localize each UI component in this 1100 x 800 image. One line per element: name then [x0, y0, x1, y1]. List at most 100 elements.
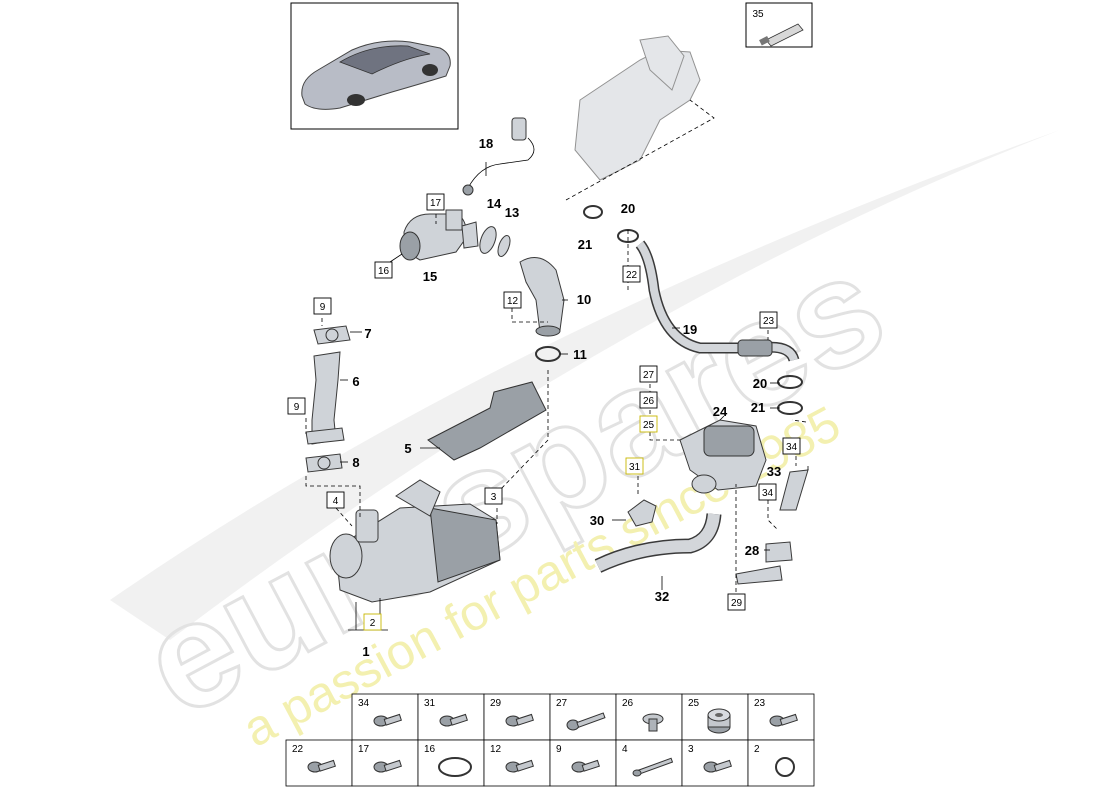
- callout-25: 25: [643, 420, 655, 431]
- fastener-label: 34: [358, 698, 370, 709]
- bolt-icon: [373, 759, 402, 773]
- fastener-label: 23: [754, 698, 766, 709]
- car-wheel: [347, 94, 365, 106]
- callout-31: 31: [629, 462, 641, 473]
- bolt-icon: [439, 713, 468, 727]
- stud-icon: [632, 757, 674, 777]
- connecting-pipe: [305, 351, 345, 445]
- fastener-cell: 27: [549, 693, 617, 741]
- fastener-cell: 9: [549, 739, 617, 787]
- callout-6: 6: [352, 374, 359, 389]
- gasket-top: [313, 325, 351, 345]
- outlet-pipe: [594, 513, 722, 573]
- fastener-cell: 2: [747, 739, 815, 787]
- callout-20-lower: 20: [753, 376, 767, 391]
- fastener-cell: 26: [615, 693, 683, 741]
- bolt-icon: [703, 759, 732, 773]
- callout-34-upper: 34: [786, 442, 798, 453]
- callout-2: 2: [370, 618, 376, 629]
- bolt-icon: [769, 713, 798, 727]
- callout-33: 33: [767, 464, 781, 479]
- coolant-pipe: [635, 240, 800, 362]
- fastener-cell: 17: [351, 739, 419, 787]
- callout-10: 10: [577, 292, 591, 307]
- fastener-cell: 12: [483, 739, 551, 787]
- fastener-label: 29: [490, 698, 502, 709]
- fastener-cell-border: [417, 739, 485, 787]
- sealant-tube-icon: [765, 23, 804, 47]
- fastener-cell: 29: [483, 693, 551, 741]
- watermark-swoosh: [110, 130, 1060, 640]
- callout-17: 17: [430, 198, 442, 209]
- fastener-cell: 25: [681, 693, 749, 741]
- fastener-label: 26: [622, 698, 634, 709]
- callout-26: 26: [643, 396, 655, 407]
- callout-34-lower: 34: [762, 488, 774, 499]
- bolt-icon: [571, 759, 600, 773]
- fastener-label: 17: [358, 744, 370, 755]
- callout-9-lower: 9: [294, 402, 300, 413]
- callout-18: 18: [479, 136, 493, 151]
- car-wheel: [422, 64, 438, 76]
- callout-14: 14: [487, 196, 502, 211]
- fastener-cell: 16: [417, 739, 485, 787]
- callout-24: 24: [713, 404, 728, 419]
- fastener-cell: 31: [417, 693, 485, 741]
- callout-7: 7: [364, 326, 371, 341]
- callout-8: 8: [352, 455, 359, 470]
- callout-27: 27: [643, 370, 655, 381]
- fastener-cell-border: [747, 739, 815, 787]
- fastener-label: 31: [424, 698, 436, 709]
- callout-1: 1: [362, 644, 369, 659]
- o-ring-icon: [438, 757, 472, 777]
- callout-5: 5: [404, 441, 411, 456]
- callout-15: 15: [423, 269, 437, 284]
- callouts: 1 2 3 4 5 6 7 8 9 9 10 11 12 13 14 15: [287, 9, 801, 659]
- support-bracket: [735, 469, 809, 585]
- gasket-bottom: [305, 453, 343, 473]
- car-roof: [339, 45, 431, 75]
- callout-4: 4: [333, 496, 339, 507]
- bolt-icon: [373, 713, 402, 727]
- fastener-label: 16: [424, 744, 436, 755]
- fastener-table: 34 31 29 27 26 25 23 22 17 16 12 9 4 3 2: [285, 693, 815, 787]
- catalytic-converter: [574, 35, 701, 181]
- fastener-cell: 4: [615, 739, 683, 787]
- callout-20-upper: 20: [621, 201, 635, 216]
- callout-3: 3: [491, 492, 497, 503]
- spacer-sleeve-icon: [707, 708, 731, 734]
- callout-22: 22: [626, 270, 638, 281]
- fastener-cell: 34: [351, 693, 419, 741]
- callout-11: 11: [573, 347, 587, 362]
- heat-shield: [427, 381, 547, 461]
- callout-30: 30: [590, 513, 604, 528]
- watermark: eurospares a passion for parts since 198…: [110, 130, 1060, 758]
- fastener-label: 12: [490, 744, 502, 755]
- callout-13: 13: [505, 205, 519, 220]
- callout-32: 32: [655, 589, 669, 604]
- callout-21-upper: 21: [578, 237, 592, 252]
- fastener-cell: 23: [747, 693, 815, 741]
- fastener-label: 3: [688, 744, 694, 755]
- fastener-label: 27: [556, 698, 568, 709]
- callout-28: 28: [745, 543, 759, 558]
- oxygen-sensor: [462, 117, 535, 196]
- leader-lines: [305, 99, 809, 631]
- callout-35: 35: [752, 9, 764, 20]
- part-35-box: [745, 2, 813, 48]
- fastener-label: 4: [622, 744, 628, 755]
- fastener-label: 22: [292, 744, 304, 755]
- bracket: [627, 499, 657, 527]
- callout-21-lower: 21: [751, 400, 765, 415]
- long-bolt-icon: [566, 712, 606, 731]
- fastener-label: 25: [688, 698, 700, 709]
- fastener-label: 9: [556, 744, 562, 755]
- vehicle-thumbnail: [290, 2, 459, 130]
- fastener-cell: 3: [681, 739, 749, 787]
- callout-16: 16: [378, 266, 390, 277]
- egr-pipe-elbow: [519, 257, 565, 337]
- bolt-icon: [505, 759, 534, 773]
- callout-23: 23: [763, 316, 775, 327]
- egr-valve: [399, 209, 479, 261]
